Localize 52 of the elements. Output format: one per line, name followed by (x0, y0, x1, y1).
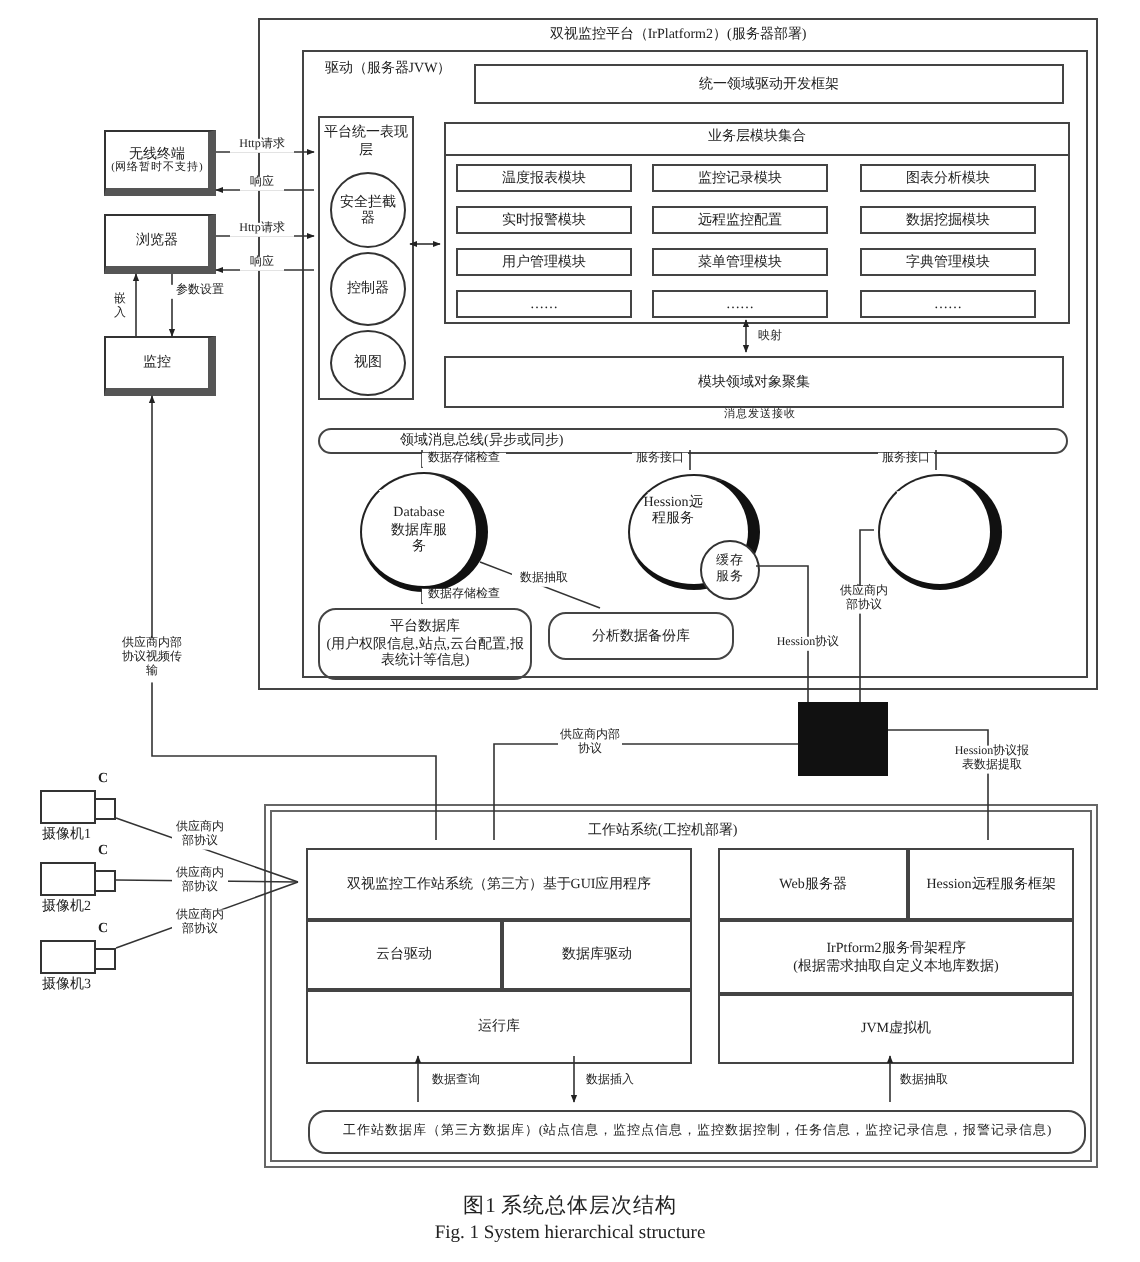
component-circle (330, 252, 406, 326)
module-box (456, 248, 632, 276)
module-box (444, 356, 1064, 408)
arrow (570, 1055, 578, 1103)
arrow (132, 273, 140, 337)
module-box (652, 206, 828, 234)
database-box (308, 1110, 1086, 1154)
arrow (148, 395, 437, 841)
layer-cell (908, 848, 1074, 920)
client-box (104, 214, 216, 274)
arrow (886, 1055, 894, 1103)
layer-cell (718, 994, 1074, 1064)
message-bus (318, 428, 1068, 454)
layer-cell (306, 920, 502, 990)
module-box (860, 290, 1036, 318)
client-box (104, 130, 216, 196)
module-box (860, 206, 1036, 234)
arrow (414, 1055, 422, 1103)
module-box (456, 290, 632, 318)
component-circle (330, 172, 406, 248)
layer-cell (502, 920, 692, 990)
component-circle (700, 540, 760, 600)
module-box (652, 290, 828, 318)
layer-cell (306, 990, 692, 1064)
camera-icon (40, 790, 116, 824)
layer-cell (718, 920, 1074, 994)
client-box (104, 336, 216, 396)
caption: 图1 系统总体层次结构 (461, 1192, 679, 1220)
module-box (652, 164, 828, 192)
connector-line (935, 449, 937, 471)
connector-line (755, 565, 809, 703)
database-box (548, 612, 734, 660)
camera-icon (40, 940, 116, 974)
module-box (456, 206, 632, 234)
module-box (474, 64, 1064, 104)
connector-line (689, 449, 691, 471)
caption-english: Fig. 1 System hierarchical structure (432, 1224, 708, 1244)
module-box (860, 248, 1036, 276)
database-box (318, 608, 532, 680)
container-box (318, 116, 414, 400)
module-box (860, 164, 1036, 192)
device-block (798, 702, 888, 776)
module-box (652, 248, 828, 276)
layer-cell (718, 848, 908, 920)
module-box (456, 164, 632, 192)
arrow (742, 319, 750, 353)
component-circle (330, 330, 406, 396)
camera-icon (40, 862, 116, 896)
container-box (444, 122, 1070, 324)
arrow (409, 240, 441, 248)
container-box (264, 804, 1098, 1168)
layer-cell (306, 848, 692, 920)
